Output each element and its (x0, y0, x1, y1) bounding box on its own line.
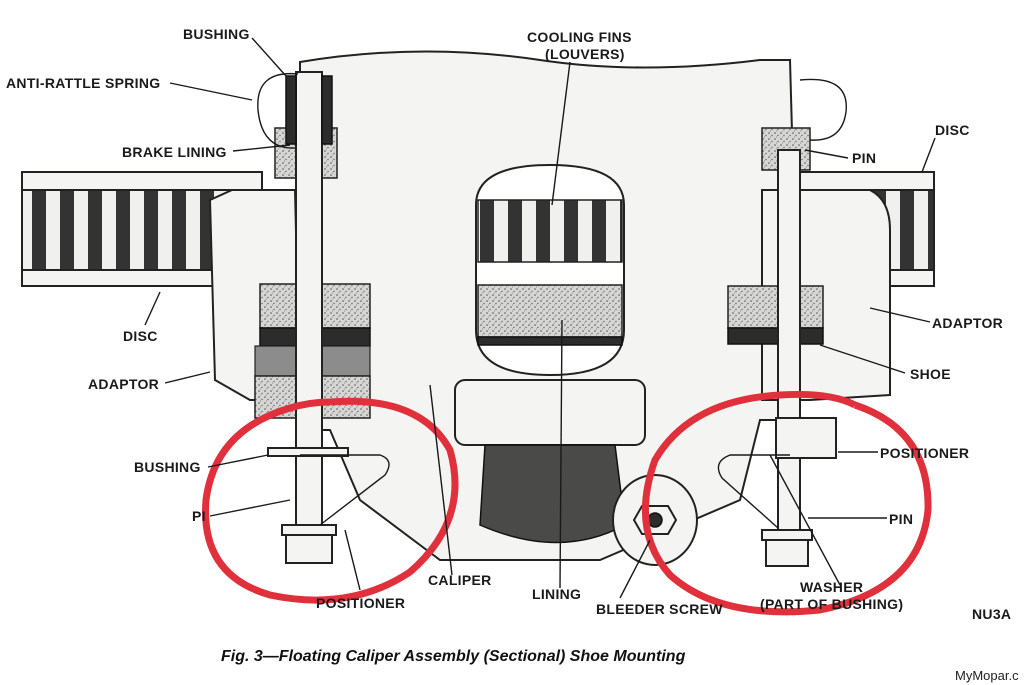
label-washer: WASHER (800, 579, 863, 595)
anti-rattle-spring-left-drawing (257, 72, 299, 149)
label-shoe: SHOE (910, 366, 951, 382)
label-brake-lining: BRAKE LINING (122, 144, 227, 160)
leader-lines (144, 37, 936, 599)
label-washer-sub: (PART OF BUSHING) (760, 596, 903, 612)
label-disc-right: DISC (935, 122, 970, 138)
label-adaptor-right: ADAPTOR (932, 315, 1003, 331)
lower-shadow (479, 444, 626, 544)
label-caliper: CALIPER (428, 572, 492, 588)
highlight-circle-right (641, 390, 932, 616)
figure-caption: Fig. 3—Floating Caliper Assembly (Sectio… (221, 648, 686, 665)
label-anti-rattle-spring: ANTI-RATTLE SPRING (6, 75, 160, 91)
label-positioner-right: POSITIONER (880, 445, 969, 461)
highlight-circle-left (202, 397, 459, 604)
label-code: NU3A (972, 606, 1011, 622)
label-adaptor-left: ADAPTOR (88, 376, 159, 392)
label-bushing-top: BUSHING (183, 26, 250, 42)
label-positioner-left: POSITIONER (316, 595, 405, 611)
watermark: MyMopar.c (955, 668, 1019, 683)
label-pin-right: PIN (889, 511, 913, 527)
label-lining: LINING (532, 586, 581, 602)
anti-rattle-spring-right-drawing (799, 78, 847, 141)
right-pin-drawing (761, 149, 837, 567)
label-cooling-fins-sub: (LOUVERS) (545, 46, 625, 62)
right-positioner-drawing (717, 454, 790, 529)
label-bushing-left: BUSHING (134, 459, 201, 475)
label-bleeder-screw: BLEEDER SCREW (596, 601, 723, 617)
left-positioner-drawing (300, 454, 390, 526)
lower-block (454, 379, 646, 446)
label-cooling-fins: COOLING FINS (527, 29, 632, 45)
left-pin-drawing (267, 71, 349, 564)
label-disc-left: DISC (123, 328, 158, 344)
center-window (475, 163, 625, 377)
bleeder-screw-drawing (612, 474, 698, 566)
label-pin-right-top: PIN (852, 150, 876, 166)
label-pin-left: PI (192, 508, 206, 524)
